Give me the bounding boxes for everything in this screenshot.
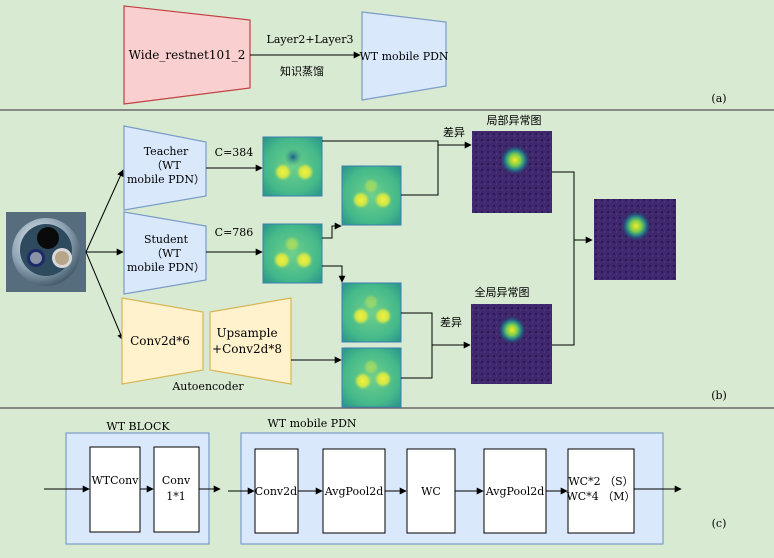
panel-a-tag: (a) [711,92,726,105]
autoencoder-feature-map [341,347,402,408]
student-trapezoid [361,11,447,101]
panel-a: Wide_restnet101_2 Layer2+Layer3 知识蒸馏 WT … [123,5,727,105]
avgpool-box-2 [483,448,547,534]
avgpool-label-2: AvgPool2d [485,485,545,498]
teacher-network [123,125,207,211]
wc-multi-box [567,448,635,534]
teacher-feature-map [262,136,323,197]
teacher-line1: Teacher [144,145,189,158]
wc-m-label: WC*4 （M） [567,490,636,503]
wt-block-title: WT BLOCK [106,420,170,433]
decoder-trapezoid [209,297,292,385]
conv2d-label: Conv2d [255,485,297,498]
autoencoder-label: Autoencoder [171,380,244,393]
avgpool-label-1: AvgPool2d [324,485,384,498]
arrow-student-copy-lower [322,265,346,283]
wc-box [406,448,456,534]
wtconv-box [89,446,141,533]
layer-label: Layer2+Layer3 [267,33,354,46]
arrow-image-autoencoder [85,251,124,341]
decoder-line2: +Conv2d*8 [212,342,282,356]
conv1x1-box [153,446,200,533]
teacher-line3: mobile PDN） [127,173,205,186]
final-anomaly-map [594,199,676,280]
decoder-line1: Upsample [216,326,277,340]
line-ae-diff [401,345,433,379]
teacher-channels-label: C=384 [215,146,254,159]
encoder-trapezoid [121,297,204,385]
wc-s-label: WC*2 （S） [568,475,633,488]
diff-bottom-label: 差异 [440,315,462,329]
student-line3: mobile PDN） [127,261,205,274]
student-line2: （WT [151,247,181,260]
conv1x1-line2: 1*1 [166,490,186,503]
line-local-merge [552,171,575,240]
wc-label: WC [421,485,441,498]
line-student-diff [401,145,439,196]
line-lower-diff [401,312,433,345]
input-image [6,212,86,292]
arrow-student-copy-top [322,222,342,239]
global-map-label: 全局异常图 [475,285,530,299]
distillation-label: 知识蒸馏 [280,64,324,78]
student-model-label: WT mobile PDN [359,50,448,63]
student-feature-map-lower [341,282,402,343]
student-feature-map-copy [341,165,402,226]
student-line1: Student [144,233,189,246]
global-anomaly-map [471,304,552,384]
student-feature-map [262,223,323,284]
conv1x1-line1: Conv [162,474,191,487]
wtconv-label: WTConv [92,474,140,487]
student-network [123,211,207,295]
panel-b-tag: (b) [711,389,727,402]
student-channels-label: C=786 [215,226,254,239]
arrow-image-teacher [85,169,124,253]
line-teacher-diff [322,140,439,145]
teacher-trapezoid [123,5,251,105]
conv2d-box [254,448,299,534]
local-anomaly-map [472,131,552,213]
teacher-line2: （WT [151,159,181,172]
local-map-label: 局部异常图 [487,113,542,127]
panel-b: Teacher （WT mobile PDN） Student （WT mobi… [6,113,727,408]
pdn-title: WT mobile PDN [267,417,356,430]
teacher-model-label: Wide_restnet101_2 [129,48,246,62]
diff-top-label: 差异 [443,125,465,139]
line-global-merge [552,240,575,346]
panel-c-tag: (c) [712,517,727,530]
encoder-label: Conv2d*6 [130,334,190,348]
panel-c: WT BLOCK WTConv Conv 1*1 WT mobile PDN C… [44,417,727,545]
